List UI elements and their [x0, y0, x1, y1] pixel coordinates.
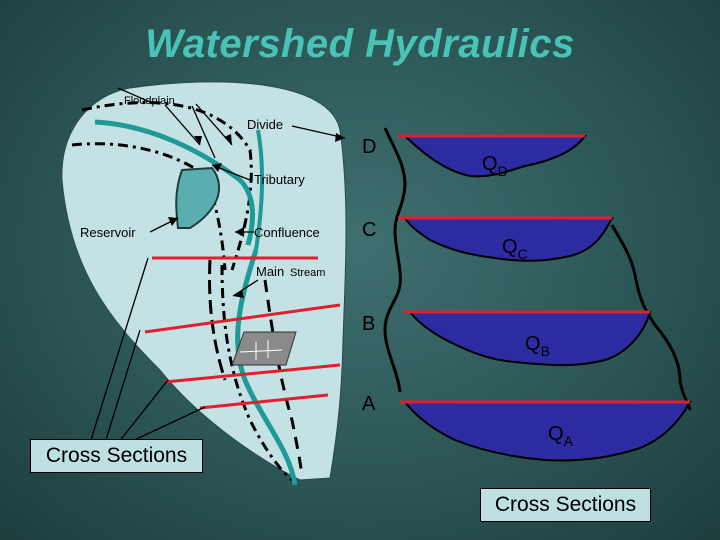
dashed-channel-line	[208, 259, 227, 381]
bridge-structure	[231, 331, 297, 366]
upper-stream	[254, 129, 265, 251]
discharge-label-c: QC	[502, 236, 528, 262]
channel-section-c	[403, 217, 614, 262]
floodplain-boundary	[81, 101, 253, 271]
channel-section-b	[407, 311, 652, 367]
tributary-stream	[94, 119, 255, 246]
divide-label: Divide	[247, 117, 283, 132]
stream-label: Stream	[290, 267, 325, 279]
channel-section-a	[402, 401, 692, 462]
discharge-label-a: QA	[548, 423, 574, 449]
channel-section-d	[402, 135, 587, 178]
tributary-label: Tributary	[254, 172, 305, 187]
reservoir	[175, 166, 220, 229]
arrowheads	[168, 133, 345, 298]
river-bank-profile	[383, 127, 407, 393]
confluence-label: Confluence	[254, 225, 320, 240]
watershed-area	[61, 81, 347, 481]
page-title: Watershed Hydraulics	[145, 22, 575, 66]
reservoir-label: Reservoir	[80, 225, 136, 240]
map-cross-section-4	[199, 393, 329, 410]
map-cross-section-2	[144, 303, 341, 334]
discharge-label-b: QB	[525, 333, 550, 359]
cross-sections-label-right: Cross Sections	[480, 488, 651, 522]
floodplain-edge-right	[263, 279, 304, 477]
section-letter-b: B	[362, 313, 375, 335]
floodplain-edge-left	[220, 264, 293, 482]
discharge-label-d: QD	[482, 153, 508, 179]
section-letter-d: D	[362, 136, 376, 158]
main-stream	[235, 249, 298, 486]
section-letter-c: C	[362, 219, 376, 241]
main-label: Main	[256, 264, 284, 279]
map-cross-section-3	[164, 363, 341, 384]
floodplain-label: Floodplain	[124, 95, 175, 107]
cross-sections-label-left: Cross Sections	[30, 439, 203, 473]
section-letter-a: A	[362, 393, 376, 415]
river-bank-profile-right	[610, 224, 692, 411]
